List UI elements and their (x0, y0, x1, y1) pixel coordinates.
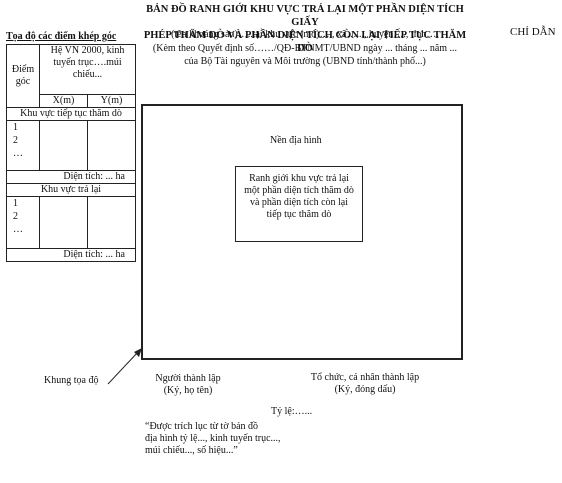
section2-y-cell (87, 196, 136, 249)
extract-note-line-3: múi chiếu..., số hiệu...” (145, 445, 238, 456)
extract-note-line-2: địa hình tỷ lệ..., kinh tuyến trục..., (145, 433, 281, 444)
boundary-line-1: Ranh giới khu vực trả lại (249, 173, 349, 184)
list-item: … (13, 148, 23, 159)
system-header: Hệ VN 2000, kinh tuyến trục….múi chiếu..… (39, 44, 136, 95)
title-line-2: PHÉP THĂM DÒ VÀ PHẦN DIỆN TÍCH CÒN LẠI T… (143, 30, 467, 54)
section2-label: Khu vực trả lại (6, 183, 136, 197)
section1-label: Khu vực tiếp tục thăm dò (6, 107, 136, 121)
y-header: Y(m) (87, 94, 136, 108)
boundary-line-2: một phần diện tích thăm dò (244, 185, 354, 196)
title-line-1: BẢN ĐỒ RANH GIỚI KHU VỰC TRẢ LẠI MỘT PHẦ… (146, 4, 464, 28)
boundary-line-3: và phần diện tích còn lại (249, 197, 349, 208)
section2-area: Diện tích: ... ha (6, 248, 136, 262)
document-title: BẢN ĐỒ RANH GIỚI KHU VỰC TRẢ LẠI MỘT PHẦ… (140, 3, 470, 55)
arrow-icon (107, 348, 142, 385)
list-item: 2 (13, 135, 18, 146)
preparer-sign: (Ký, họ tên) (163, 385, 213, 396)
guide-label: CHỈ DẪN (510, 26, 556, 38)
preparer-block: Người thành lập (Ký, họ tên) (148, 373, 228, 397)
coord-table-title: Tọa độ các điểm khép góc (6, 31, 117, 42)
list-item: 1 (13, 122, 18, 133)
subtitle-line-3: của Bộ Tài nguyên và Môi trường (UBND tỉ… (184, 56, 426, 67)
scale-label: Tỷ lệ:…... (271, 406, 313, 417)
list-item: 1 (13, 198, 18, 209)
subtitle-line-1: (tên khoáng sản)…..tại khu vực (mỏ)…., x… (171, 29, 439, 40)
section1-y-cell (87, 120, 136, 171)
frame-label: Khung tọa độ (44, 375, 99, 386)
section1-area: Diện tích: ... ha (6, 170, 136, 184)
map-frame (141, 104, 463, 360)
terrain-label: Nền địa hình (270, 135, 322, 146)
extract-note: “Được trích lục từ tờ bản đồ địa hình tỷ… (145, 421, 281, 457)
organization-sign: (Ký, đóng dấu) (334, 384, 396, 395)
list-item: … (13, 224, 23, 235)
x-header: X(m) (39, 94, 88, 108)
boundary-box: Ranh giới khu vực trả lại một phần diện … (235, 166, 363, 242)
extract-note-line-1: “Được trích lục từ tờ bản đồ (145, 421, 259, 432)
point-header: Điểm góc (6, 44, 40, 108)
section2-points: 1 2 … (6, 196, 40, 249)
organization-title: Tổ chức, cá nhân thành lập (310, 372, 420, 383)
subtitle-line-2: (Kèm theo Quyết định số……/QĐ-BTNMT/UBND … (152, 43, 458, 54)
section1-points: 1 2 … (6, 120, 40, 171)
organization-block: Tổ chức, cá nhân thành lập (Ký, đóng dấu… (300, 372, 430, 396)
section1-x-cell (39, 120, 88, 171)
boundary-line-4: tiếp tục thăm dò (266, 209, 332, 220)
list-item: 2 (13, 211, 18, 222)
coord-table: Điểm góc Hệ VN 2000, kinh tuyến trục….mú… (6, 44, 136, 262)
section2-x-cell (39, 196, 88, 249)
preparer-title: Người thành lập (155, 373, 221, 384)
